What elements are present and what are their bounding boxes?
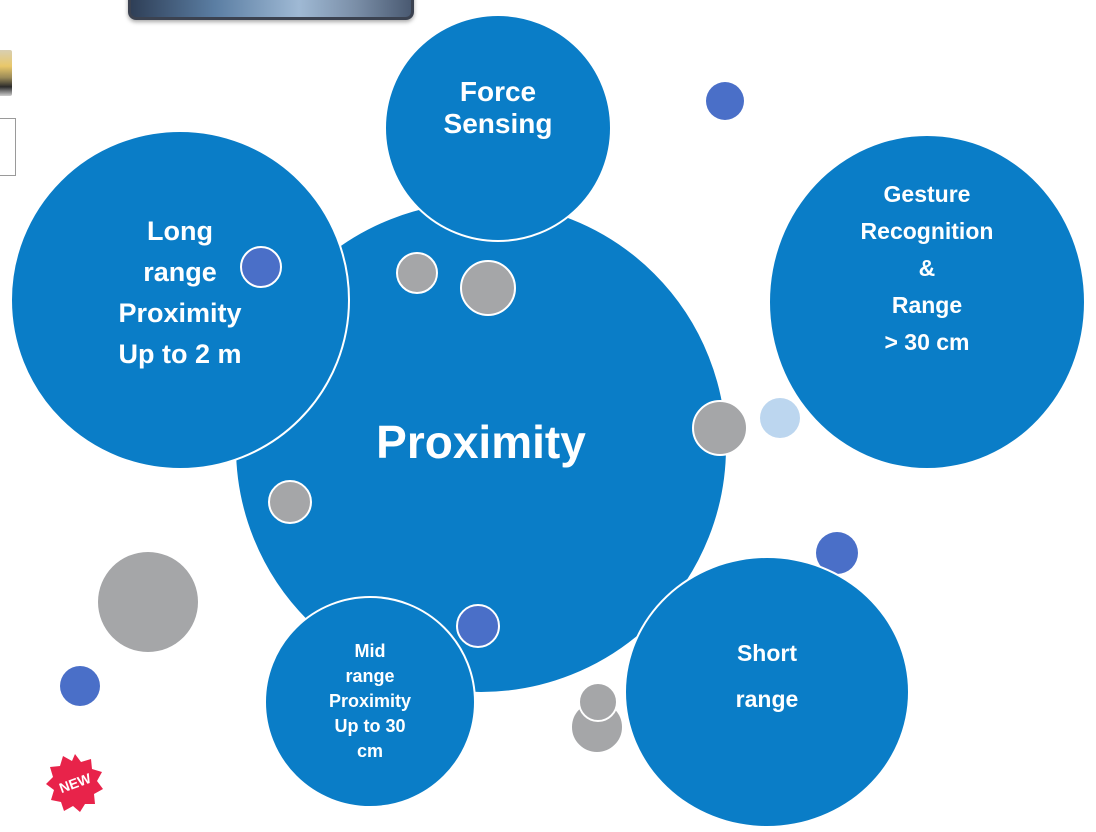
blue-dot [706, 82, 744, 120]
gray-dot [396, 252, 438, 294]
long-range-proximity-label: Long range Proximity Up to 2 m [118, 216, 242, 369]
force-sensing-label: Force Sensing [443, 76, 553, 139]
photo-fragment [128, 0, 414, 20]
mid-range-proximity-bubble: Mid range Proximity Up to 30 cm [264, 596, 476, 808]
gray-dot-large [98, 552, 198, 652]
long-range-proximity-bubble: Long range Proximity Up to 2 m [10, 130, 350, 470]
mid-range-proximity-label: Mid range Proximity Up to 30 cm [328, 640, 412, 761]
new-badge-icon: NEW [46, 754, 103, 812]
gray-dot [578, 682, 618, 722]
short-range-label: Short range [735, 640, 799, 712]
new-badge: NEW [44, 752, 106, 814]
light-blue-dot [760, 398, 800, 438]
gray-dot [692, 400, 748, 456]
frame-fragment [0, 118, 16, 176]
blue-dot [60, 666, 100, 706]
gray-dot [460, 260, 516, 316]
short-range-bubble: Short range [624, 556, 910, 828]
blue-dot [240, 246, 282, 288]
gesture-recognition-label: Gesture Recognition & Range > 30 cm [860, 180, 994, 355]
proximity-center-label: Proximity [376, 416, 586, 468]
gray-dot [268, 480, 312, 524]
force-sensing-bubble: Force Sensing [384, 14, 612, 242]
gesture-recognition-bubble: Gesture Recognition & Range > 30 cm [768, 134, 1086, 470]
chip-image-fragment [0, 50, 12, 96]
blue-dot [456, 604, 500, 648]
